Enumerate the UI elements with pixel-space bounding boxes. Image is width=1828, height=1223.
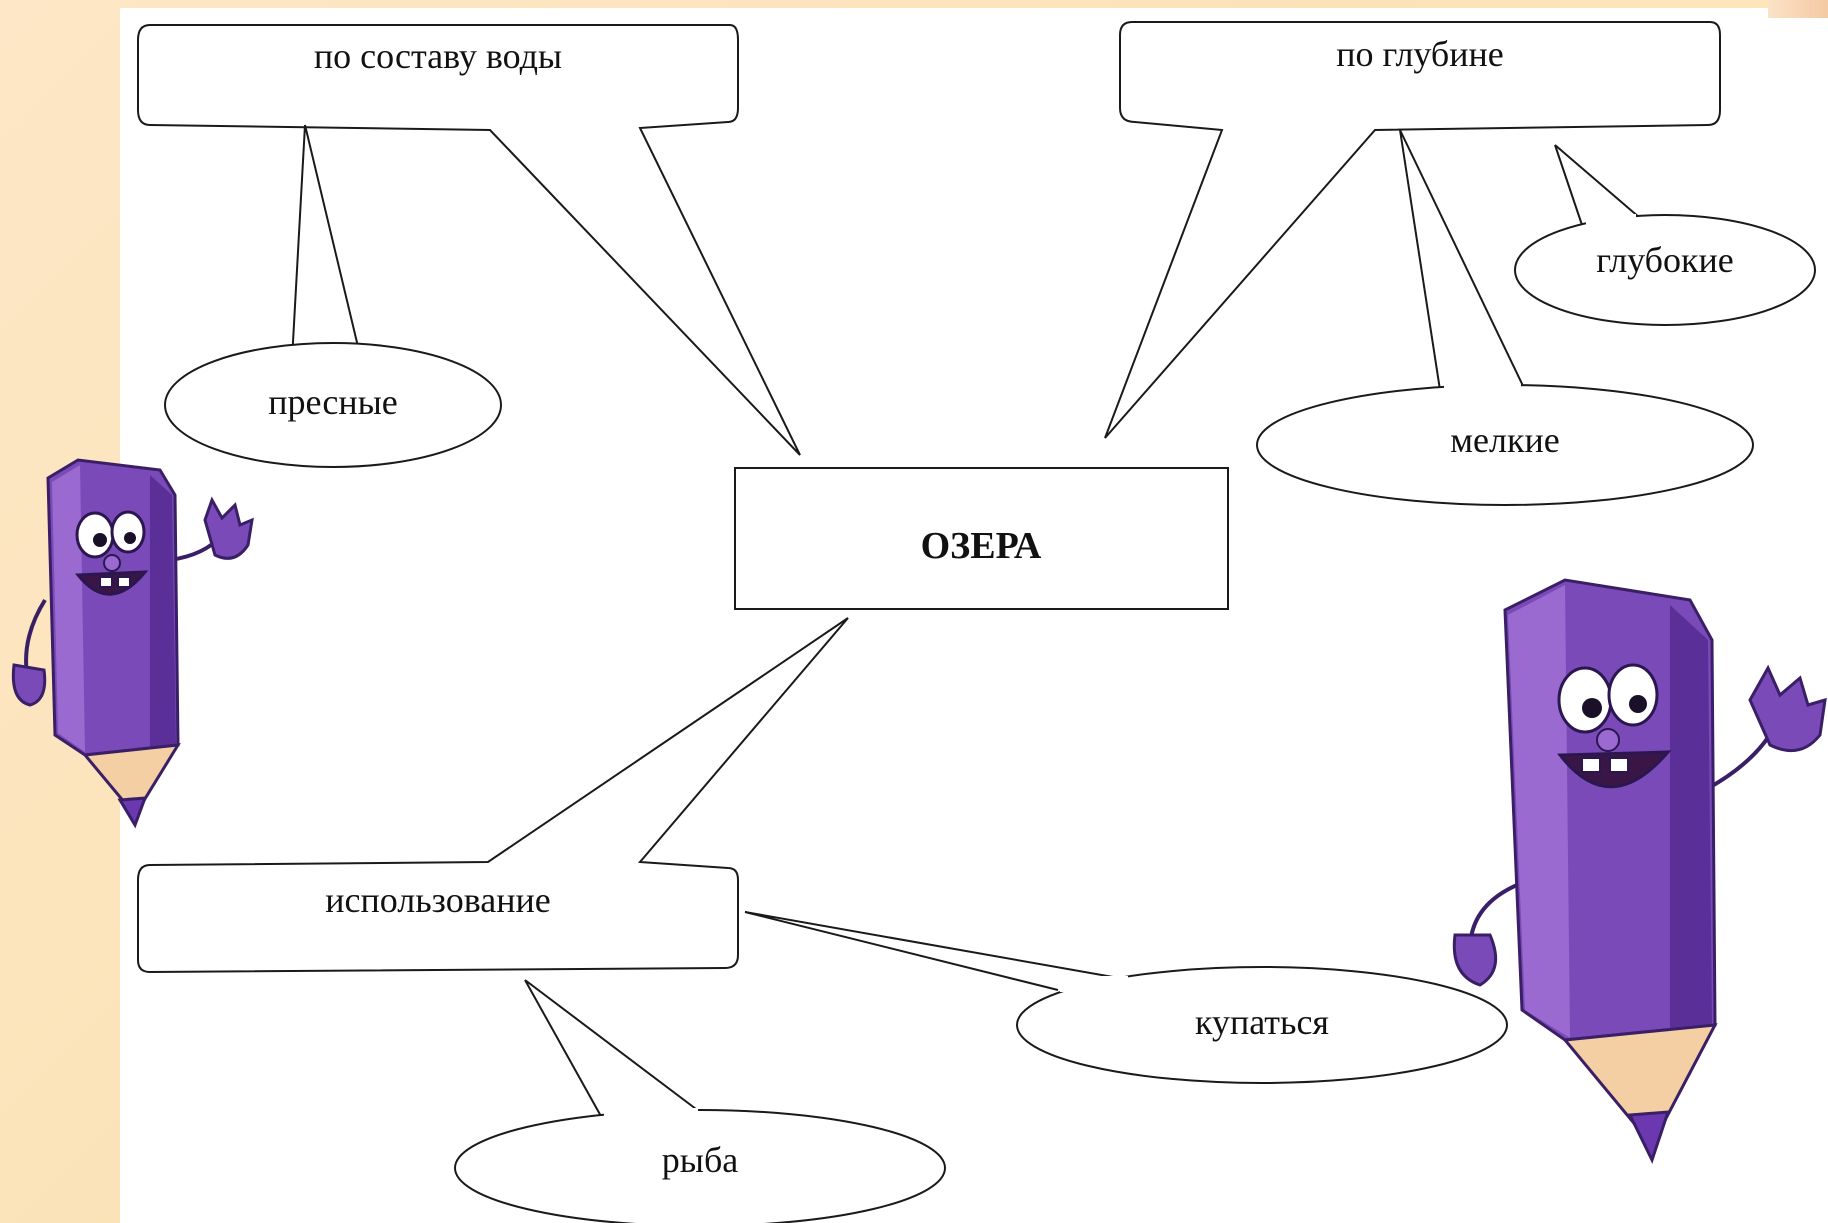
label-center: ОЗЕРА <box>921 525 1042 567</box>
center-node: ОЗЕРА <box>734 467 1229 610</box>
label-swim: купаться <box>1195 1002 1329 1042</box>
label-composition: по составу воды <box>314 36 562 76</box>
node-fresh: пресные <box>164 124 502 468</box>
node-shallow: мелкие <box>1256 129 1754 506</box>
corner-decoration <box>1768 0 1828 18</box>
label-fish: рыба <box>662 1140 739 1180</box>
callout-usage: использование <box>137 617 849 974</box>
node-fish: рыба <box>454 979 946 1223</box>
callout-composition: по составу воды <box>137 24 801 456</box>
pencil-mascot-left <box>11 458 254 829</box>
callout-depth: по глубине <box>1104 21 1721 439</box>
label-usage: использование <box>325 880 550 920</box>
label-fresh: пресные <box>268 382 398 422</box>
label-depth: по глубине <box>1336 34 1504 74</box>
label-shallow: мелкие <box>1450 420 1559 460</box>
label-deep: глубокие <box>1596 240 1733 280</box>
node-swim: купаться <box>744 911 1508 1084</box>
node-deep: глубокие <box>1514 144 1816 326</box>
pencil-mascot-right <box>1452 578 1827 1164</box>
